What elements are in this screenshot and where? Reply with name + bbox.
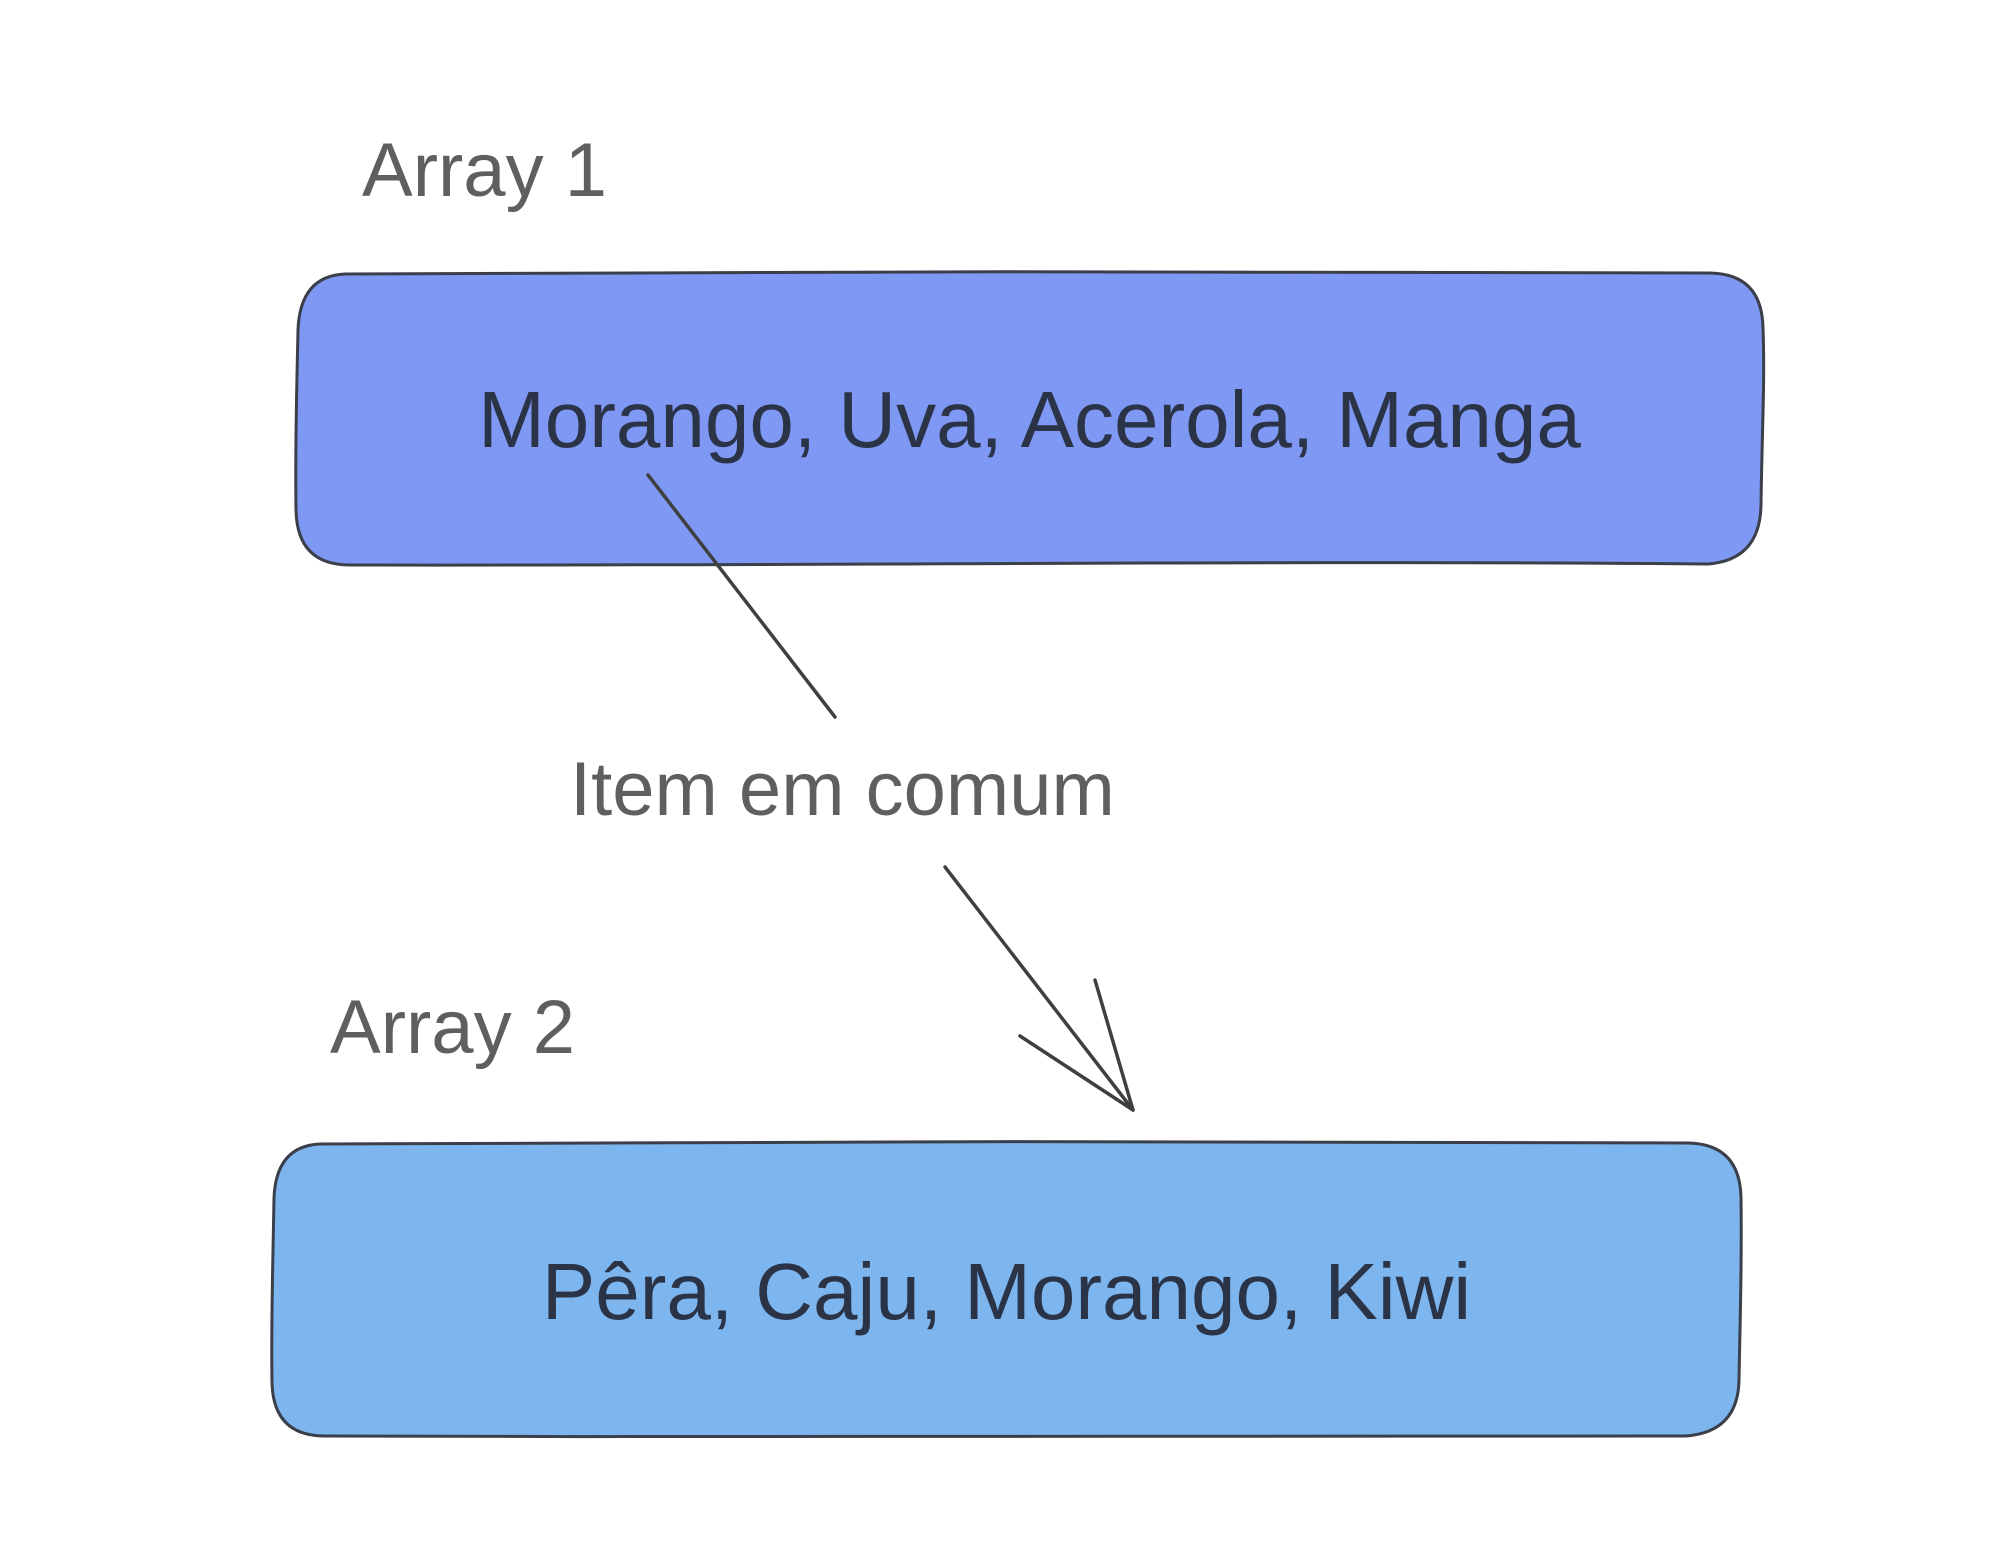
connector-label: Item em comum <box>570 747 1115 832</box>
array1-label: Array 1 <box>362 128 607 213</box>
array1-content: Morango, Uva, Acerola, Manga <box>478 375 1581 464</box>
array2-content: Pêra, Caju, Morango, Kiwi <box>541 1247 1472 1336</box>
arrowhead-icon <box>1018 978 1135 1112</box>
connector-line-lower <box>943 865 1135 1112</box>
connector-line-upper <box>646 473 837 719</box>
array2-label: Array 2 <box>330 985 575 1070</box>
array2-box <box>270 1139 1743 1439</box>
